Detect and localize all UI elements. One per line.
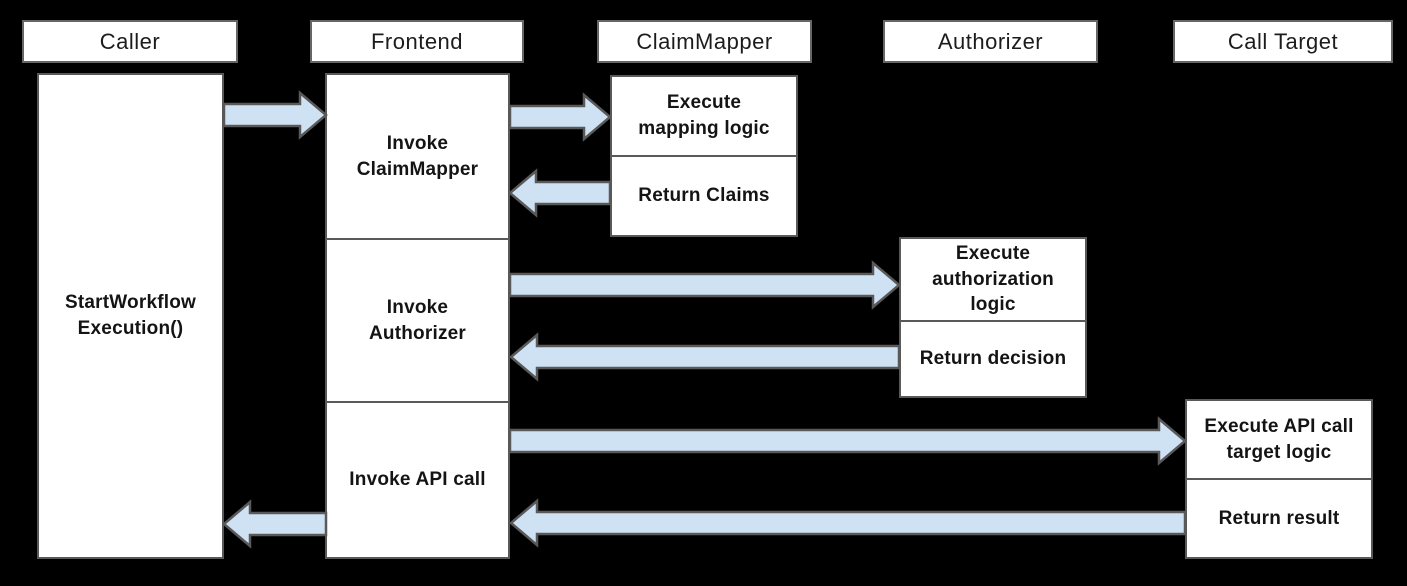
start-workflow-execution-label: StartWorkflow Execution() bbox=[64, 292, 197, 339]
invoke-authorizer-box: Invoke Authorizer bbox=[327, 238, 508, 401]
arrow-call-target-return-to-frontend bbox=[509, 498, 1187, 548]
invoke-api-call-box: Invoke API call bbox=[327, 401, 508, 557]
lane-header-caller: Caller bbox=[22, 20, 238, 63]
arrow-claimmapper-return-to-frontend bbox=[508, 168, 612, 218]
return-claims-box: Return Claims bbox=[612, 155, 796, 235]
call-target-activity-stack: Execute API call target logic Return res… bbox=[1185, 399, 1373, 559]
lane-header-call-target: Call Target bbox=[1173, 20, 1393, 63]
lane-label: Authorizer bbox=[937, 28, 1044, 54]
arrow-caller-to-frontend bbox=[222, 90, 328, 140]
authorizer-activity-stack: Execute authorization logic Return decis… bbox=[899, 237, 1087, 398]
caller-activity-box: StartWorkflow Execution() bbox=[37, 73, 224, 559]
claimmapper-activity-stack: Execute mapping logic Return Claims bbox=[610, 75, 798, 237]
arrow-frontend-return-to-caller bbox=[222, 499, 328, 549]
invoke-claimmapper-box: Invoke ClaimMapper bbox=[356, 132, 479, 180]
lane-label: Frontend bbox=[370, 28, 464, 54]
frontend-activity-stack: Invoke ClaimMapper Invoke Authorizer Inv… bbox=[325, 73, 510, 559]
execute-authorization-logic-box: Execute authorization logic bbox=[932, 243, 1054, 316]
return-result-box: Return result bbox=[1187, 478, 1371, 557]
arrow-frontend-to-call-target bbox=[508, 416, 1187, 466]
lane-label: Caller bbox=[99, 28, 161, 54]
lane-label: ClaimMapper bbox=[636, 28, 773, 54]
lane-label: Call Target bbox=[1227, 28, 1339, 54]
execute-mapping-logic-box: Execute mapping logic bbox=[638, 92, 770, 139]
lane-header-authorizer: Authorizer bbox=[883, 20, 1098, 63]
lane-header-claimmapper: ClaimMapper bbox=[597, 20, 812, 63]
arrow-frontend-to-claimmapper bbox=[508, 92, 612, 142]
return-decision-box: Return decision bbox=[901, 319, 1085, 396]
arrow-authorizer-return-to-frontend bbox=[509, 332, 901, 382]
lane-header-frontend: Frontend bbox=[310, 20, 524, 63]
arrow-frontend-to-authorizer bbox=[508, 260, 901, 310]
execute-api-call-target-logic-box: Execute API call target logic bbox=[1204, 415, 1354, 463]
